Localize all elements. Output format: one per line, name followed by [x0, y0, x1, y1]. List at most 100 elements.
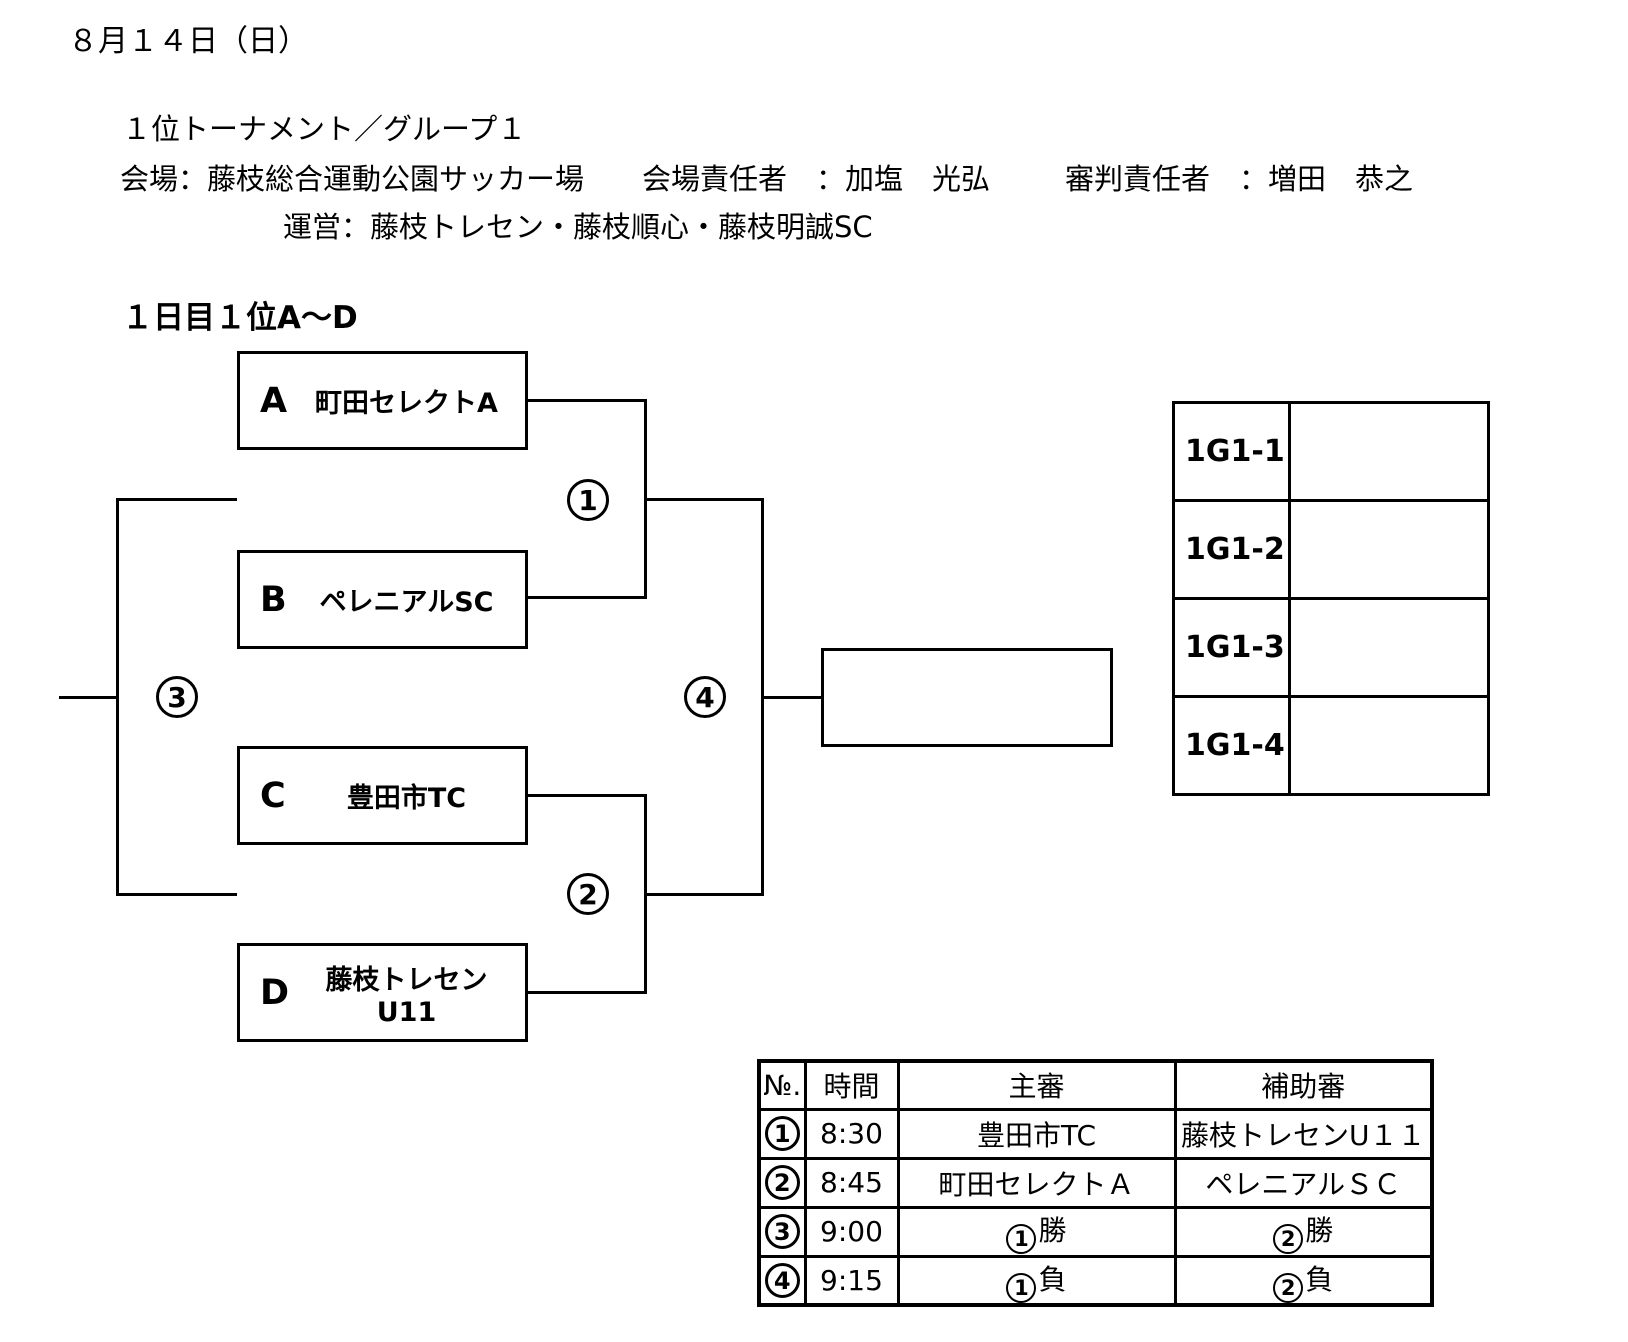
bracket-line-match1-winner: [647, 498, 764, 501]
seed-letter-a: A: [260, 380, 288, 421]
schedule-assistant-4-circle: 2: [1273, 1272, 1304, 1302]
schedule-assistant-2: ペレニアルＳＣ: [1173, 1156, 1434, 1209]
results-value-3: [1288, 597, 1490, 698]
schedule-row-1: 1 8:30 豊田市TC 藤枝トレセンU１１: [757, 1107, 1434, 1160]
team-name-c: 豊田市TC: [346, 783, 467, 814]
schedule-header-assistant: 補助審: [1173, 1059, 1434, 1111]
schedule-referee-1: 豊田市TC: [896, 1107, 1177, 1160]
results-label-1: 1G1-1: [1172, 401, 1291, 502]
schedule-assistant-4-circle-digit: 2: [1280, 1275, 1296, 1300]
schedule-no-1: 1: [757, 1107, 807, 1160]
bracket-line-a-out: [527, 399, 647, 402]
schedule-no-4: 4: [757, 1254, 807, 1307]
schedule-time-4: 9:15: [803, 1254, 900, 1307]
schedule-no-1-digit: 1: [773, 1119, 791, 1148]
schedule-assistant-3-circle: 2: [1273, 1224, 1304, 1253]
bracket-line-b-out: [527, 596, 647, 599]
tournament-title: １位トーナメント／グループ１: [122, 112, 527, 146]
schedule-referee-3-text: 勝: [1038, 1214, 1067, 1247]
operation: 運営：藤枝トレセン・藤枝順心・藤枝明誠SC: [283, 210, 873, 244]
results-row-2: 1G1-2: [1172, 499, 1490, 600]
match-1-digit: 1: [578, 483, 598, 517]
team-box-a: A 町田セレクトA: [237, 351, 528, 450]
team-name-b: ペレニアルSC: [319, 587, 494, 618]
bracket-line-final-winner: [764, 696, 821, 699]
match-1-number: 1: [567, 479, 609, 521]
schedule-time-3: 9:00: [803, 1205, 900, 1258]
bracket-line-third-vertical: [116, 498, 119, 896]
match-4-digit: 4: [695, 680, 715, 714]
bracket-line-third-bottom: [119, 893, 237, 896]
schedule-header-no: №.: [757, 1059, 807, 1111]
venue-line: 会場：藤枝総合運動公園サッカー場 会場責任者 ：加塩 光弘 審判責任者 ：増田 …: [120, 156, 1413, 198]
schedule-row-2: 2 8:45 町田セレクトＡ ペレニアルＳＣ: [757, 1156, 1434, 1209]
team-box-d: D 藤枝トレセンU11: [237, 943, 528, 1042]
match-4-number: 4: [684, 676, 726, 718]
bracket-line-cd-vertical: [644, 794, 647, 994]
bracket-line-third-out: [59, 696, 116, 699]
schedule-time-1: 8:30: [803, 1107, 900, 1160]
schedule-referee-2: 町田セレクトＡ: [896, 1156, 1177, 1209]
results-value-1: [1288, 401, 1490, 502]
team-name-a: 町田セレクトA: [315, 388, 498, 419]
team-box-b: B ペレニアルSC: [237, 550, 528, 649]
schedule-referee-4-circle: 1: [1006, 1272, 1037, 1302]
results-row-4: 1G1-4: [1172, 695, 1490, 796]
final-winner-box: [821, 648, 1113, 747]
schedule-no-1-circle: 1: [764, 1116, 800, 1152]
seed-letter-b: B: [260, 579, 287, 620]
seed-letter-d: D: [260, 972, 290, 1013]
schedule-no-2-digit: 2: [773, 1168, 791, 1197]
match-3-digit: 3: [167, 680, 187, 714]
schedule-table: №. 時間 主審 補助審 1 8:30 豊田市TC 藤枝トレセンU１１ 2 8:…: [757, 1059, 1434, 1307]
team-box-c: C 豊田市TC: [237, 746, 528, 845]
bracket-line-match2-winner: [647, 893, 764, 896]
referee-manager: 審判責任者 ：増田 恭之: [1065, 162, 1414, 196]
schedule-no-3-digit: 3: [773, 1217, 791, 1246]
schedule-referee-3-circle-digit: 1: [1014, 1227, 1029, 1251]
venue-manager: 会場責任者 ：加塩 光弘: [642, 162, 991, 196]
results-label-2: 1G1-2: [1172, 499, 1291, 600]
bracket-line-final-vertical: [761, 498, 764, 896]
schedule-time-2: 8:45: [803, 1156, 900, 1209]
match-2-number: 2: [567, 873, 609, 915]
schedule-no-3: 3: [757, 1205, 807, 1258]
results-value-4: [1288, 695, 1490, 796]
results-label-4: 1G1-4: [1172, 695, 1291, 796]
schedule-header-referee: 主審: [896, 1059, 1177, 1111]
schedule-referee-4-circle-digit: 1: [1014, 1275, 1029, 1300]
results-label-3: 1G1-3: [1172, 597, 1291, 698]
results-row-1: 1G1-1: [1172, 401, 1490, 502]
schedule-header-time: 時間: [803, 1059, 900, 1111]
venue: 会場：藤枝総合運動公園サッカー場: [120, 162, 585, 196]
schedule-no-2-circle: 2: [764, 1165, 800, 1201]
schedule-assistant-4-text: 負: [1305, 1262, 1334, 1296]
schedule-no-3-circle: 3: [764, 1214, 800, 1250]
seed-letter-c: C: [260, 775, 286, 816]
schedule-assistant-3-text: 勝: [1305, 1214, 1334, 1247]
match-2-digit: 2: [578, 877, 598, 911]
schedule-assistant-1: 藤枝トレセンU１１: [1173, 1107, 1434, 1160]
bracket-line-c-out: [527, 794, 647, 797]
bracket-line-third-top: [119, 498, 237, 501]
schedule-referee-3-circle: 1: [1006, 1224, 1037, 1253]
match-3-number: 3: [156, 676, 198, 718]
schedule-referee-4-text: 負: [1038, 1262, 1067, 1296]
results-row-3: 1G1-3: [1172, 597, 1490, 698]
bracket-line-d-out: [527, 991, 647, 994]
schedule-no-4-digit: 4: [773, 1266, 791, 1295]
team-name-d: 藤枝トレセンU11: [325, 964, 488, 1028]
results-value-2: [1288, 499, 1490, 600]
date: ８月１４日（日）: [68, 24, 308, 59]
results-table: 1G1-1 1G1-2 1G1-3 1G1-4: [1172, 401, 1490, 796]
schedule-assistant-3-circle-digit: 2: [1280, 1227, 1296, 1251]
schedule-no-4-circle: 4: [764, 1263, 800, 1298]
schedule-no-2: 2: [757, 1156, 807, 1209]
